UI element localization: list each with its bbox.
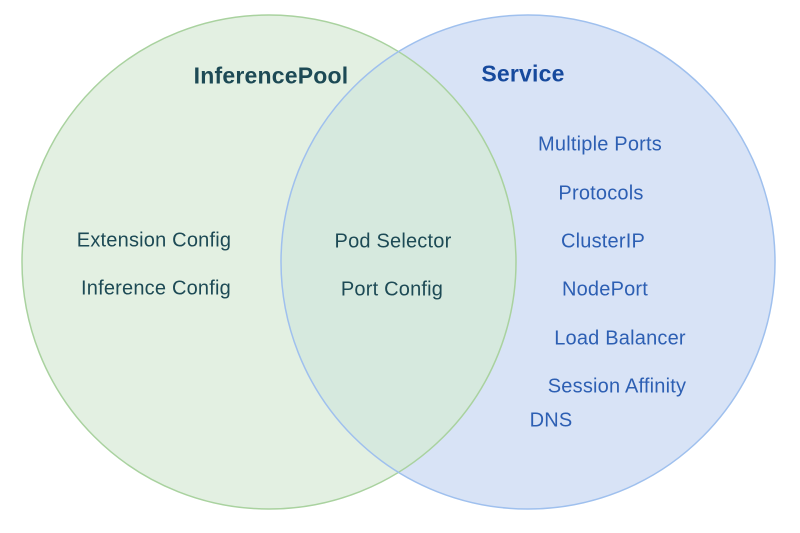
- label-inference-config: Inference Config: [81, 277, 231, 300]
- service-title: Service: [481, 60, 565, 87]
- label-session-affinity: Session Affinity: [547, 375, 687, 398]
- label-multiple-ports: Multiple Ports: [538, 133, 662, 156]
- label-dns: DNS: [529, 409, 573, 432]
- label-protocols: Protocols: [558, 182, 644, 205]
- inferencepool-title: InferencePool: [193, 62, 349, 89]
- label-nodeport: NodePort: [561, 278, 649, 301]
- label-extension-config: Extension Config: [76, 229, 232, 252]
- intersection-lens: [281, 51, 516, 473]
- label-pod-selector: Pod Selector: [334, 230, 452, 253]
- label-port-config: Port Config: [340, 278, 444, 301]
- label-load-balancer: Load Balancer: [554, 327, 686, 350]
- label-clusterip: ClusterIP: [560, 230, 646, 253]
- service-circle-outline: [280, 14, 776, 510]
- inferencepool-circle-outline: [21, 14, 517, 510]
